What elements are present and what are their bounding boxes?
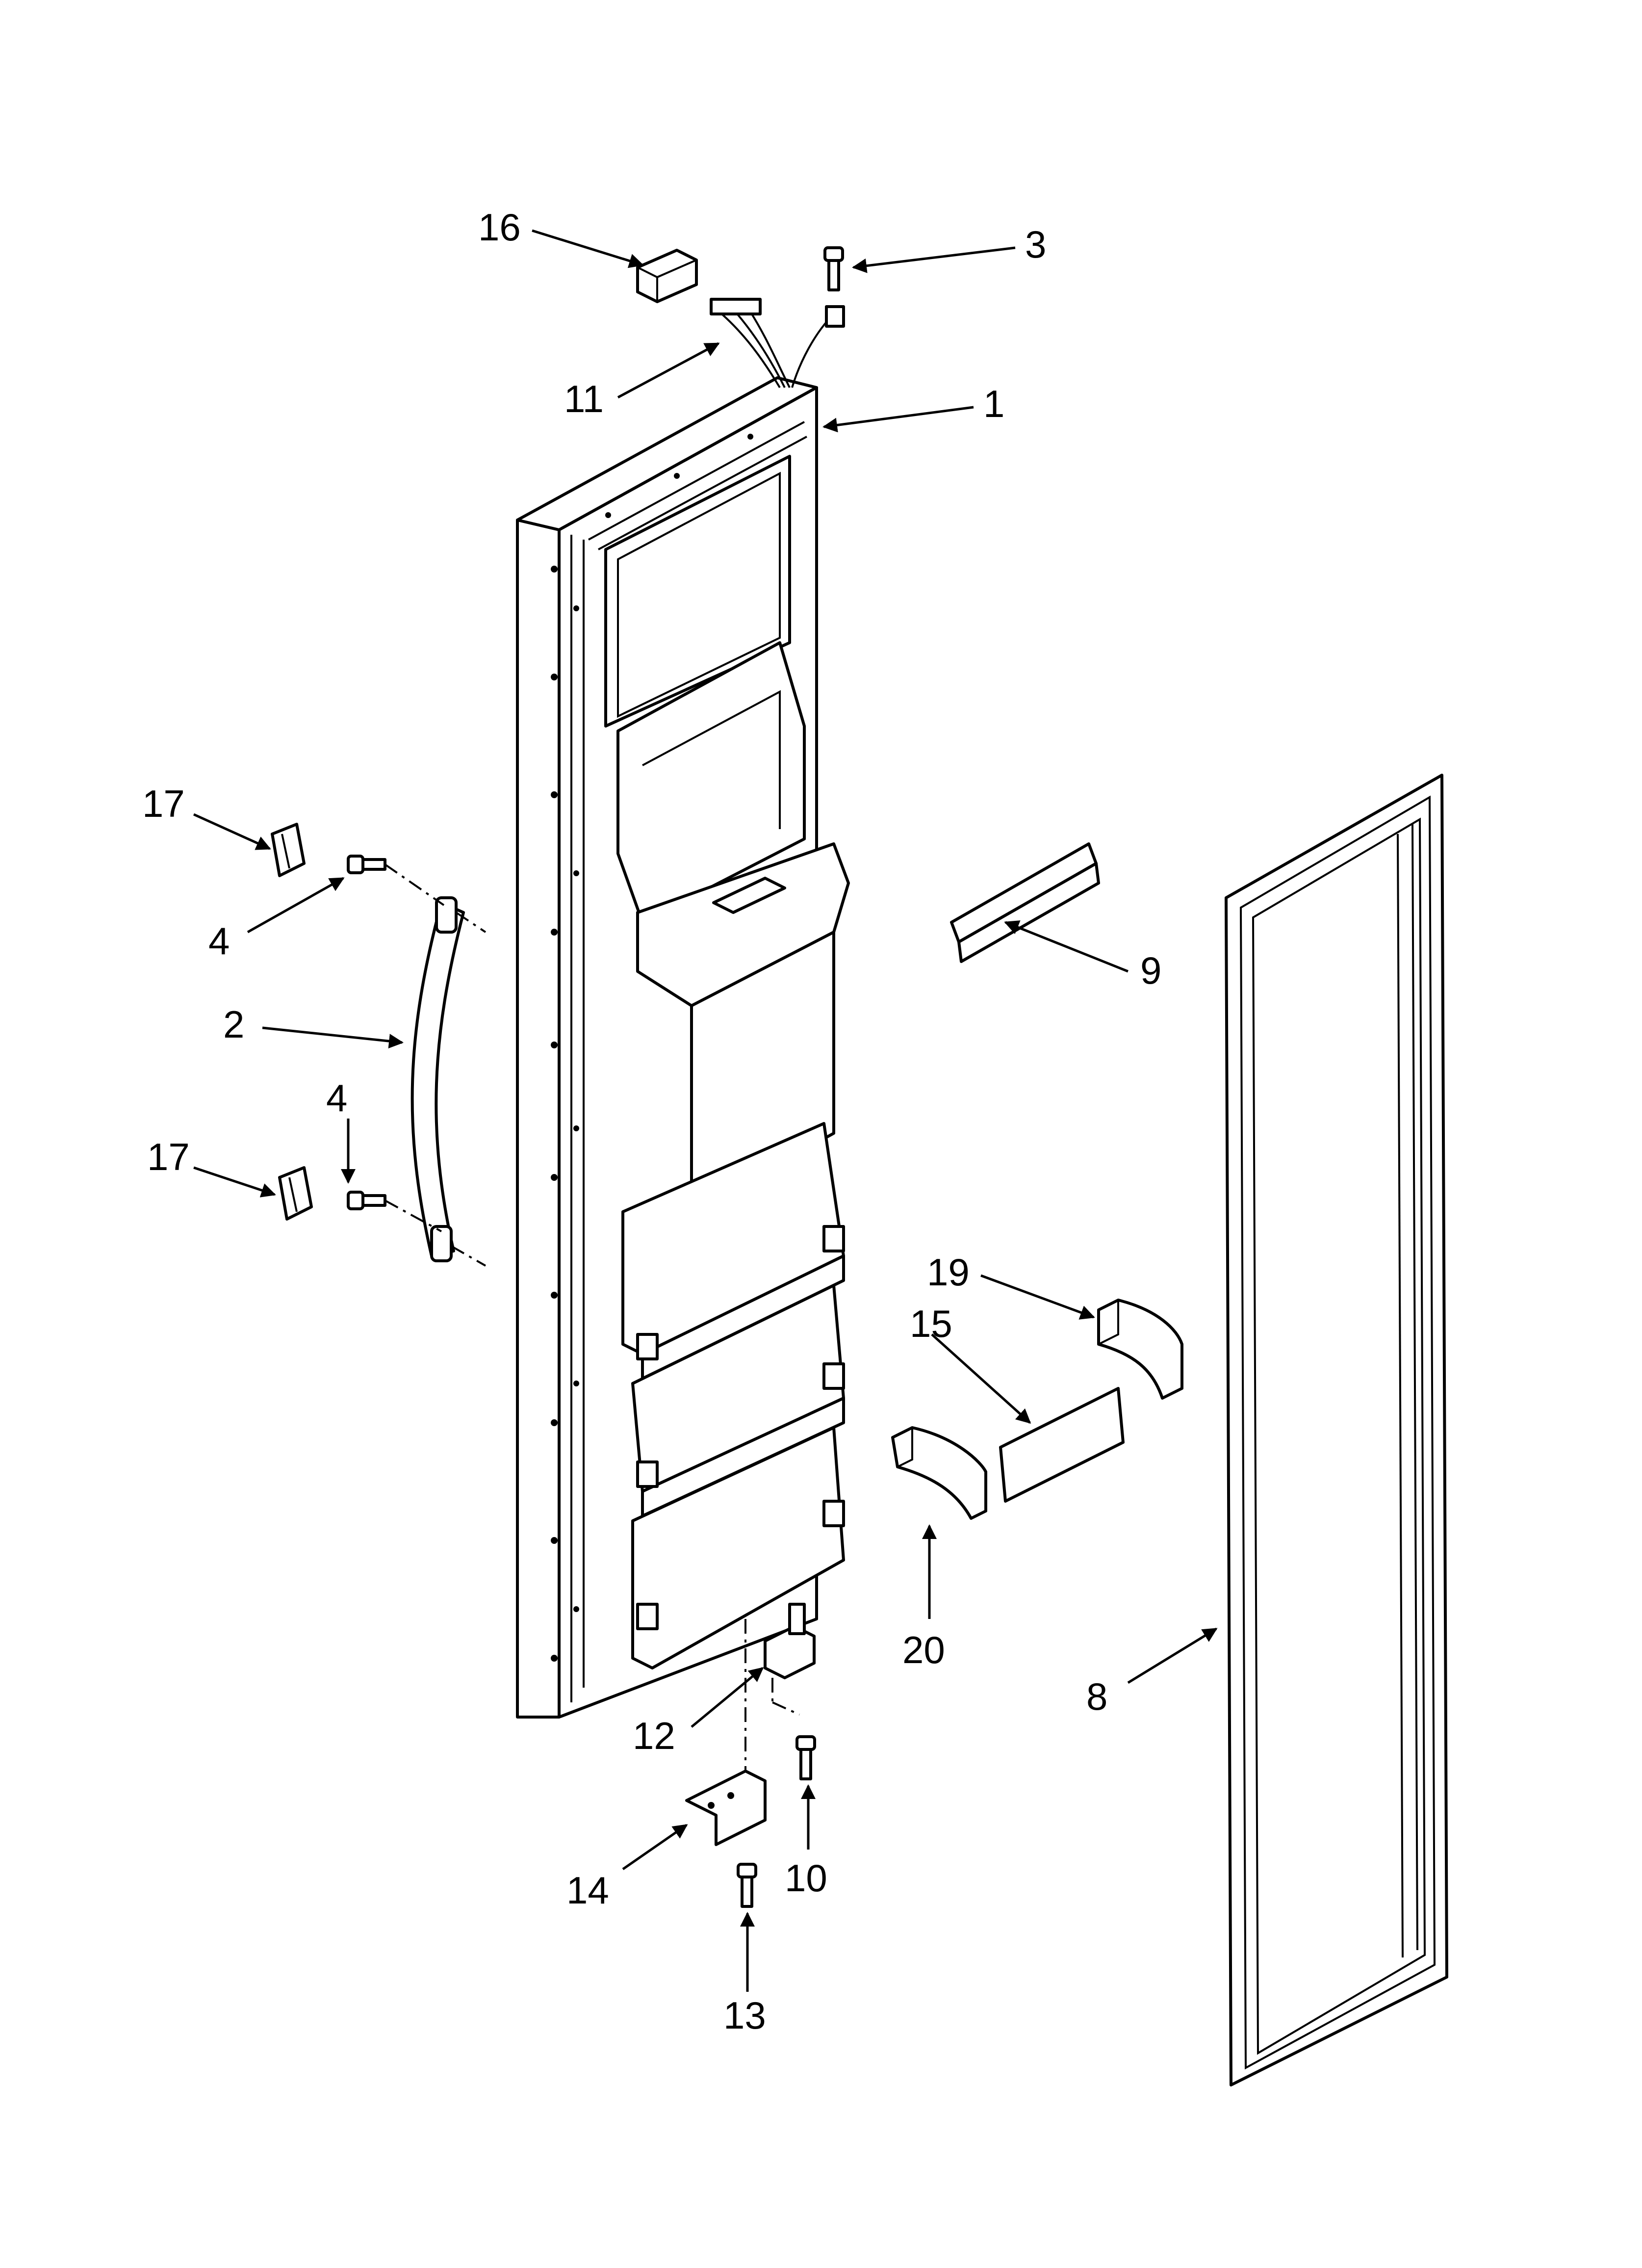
part-19-bracket: [1097, 1299, 1183, 1400]
callout-13: 13: [723, 1994, 766, 2037]
part-17-handle-cap-upper: [271, 823, 306, 877]
callout-3: 3: [1025, 223, 1046, 266]
part-10-screw: [795, 1735, 816, 1780]
part-13-screw: [737, 1863, 757, 1908]
part-12-hinge-pin: [764, 1603, 816, 1716]
callout-1: 1: [983, 382, 1004, 425]
door-mounting-holes: [551, 434, 753, 1662]
part-17-handle-cap-lower: [278, 1166, 313, 1221]
callout-12: 12: [633, 1714, 675, 1757]
callout-8: 8: [1086, 1675, 1107, 1718]
part-20-bracket: [891, 1426, 987, 1520]
callout-16: 16: [478, 206, 521, 249]
part-4-screw-upper: [347, 855, 445, 906]
part-3-screw: [823, 246, 844, 291]
callout-15: 15: [910, 1302, 952, 1345]
part-16-wire-connector: [636, 249, 698, 303]
callout-20: 20: [902, 1628, 945, 1671]
part-4-screw-lower: [347, 1191, 442, 1232]
part-8-door-gasket: [1225, 774, 1448, 2086]
callout-17-lower: 17: [147, 1135, 190, 1178]
callout-10: 10: [785, 1856, 827, 1900]
part-9-trim-rail: [950, 842, 1100, 963]
callout-2: 2: [223, 1003, 244, 1046]
callout-14: 14: [566, 1869, 609, 1912]
callout-11: 11: [564, 377, 604, 420]
door-assembly: [516, 376, 850, 1719]
callout-19: 19: [927, 1251, 970, 1294]
part-11-wire-harness: [710, 298, 845, 389]
callout-labels: 16 3 11 1 17 4 2 4 17 9 19 15 20 8 12 14…: [142, 206, 1161, 2037]
leader-lines: [193, 229, 1218, 1992]
callout-17-upper: 17: [142, 782, 185, 825]
callout-4-upper: 4: [208, 919, 230, 963]
callout-9: 9: [1140, 949, 1161, 992]
part-15-cover: [999, 1387, 1125, 1503]
part-2-handle: [410, 896, 487, 1267]
callout-4-lower: 4: [326, 1076, 347, 1120]
part-14-hinge-plate: [685, 1619, 767, 1846]
